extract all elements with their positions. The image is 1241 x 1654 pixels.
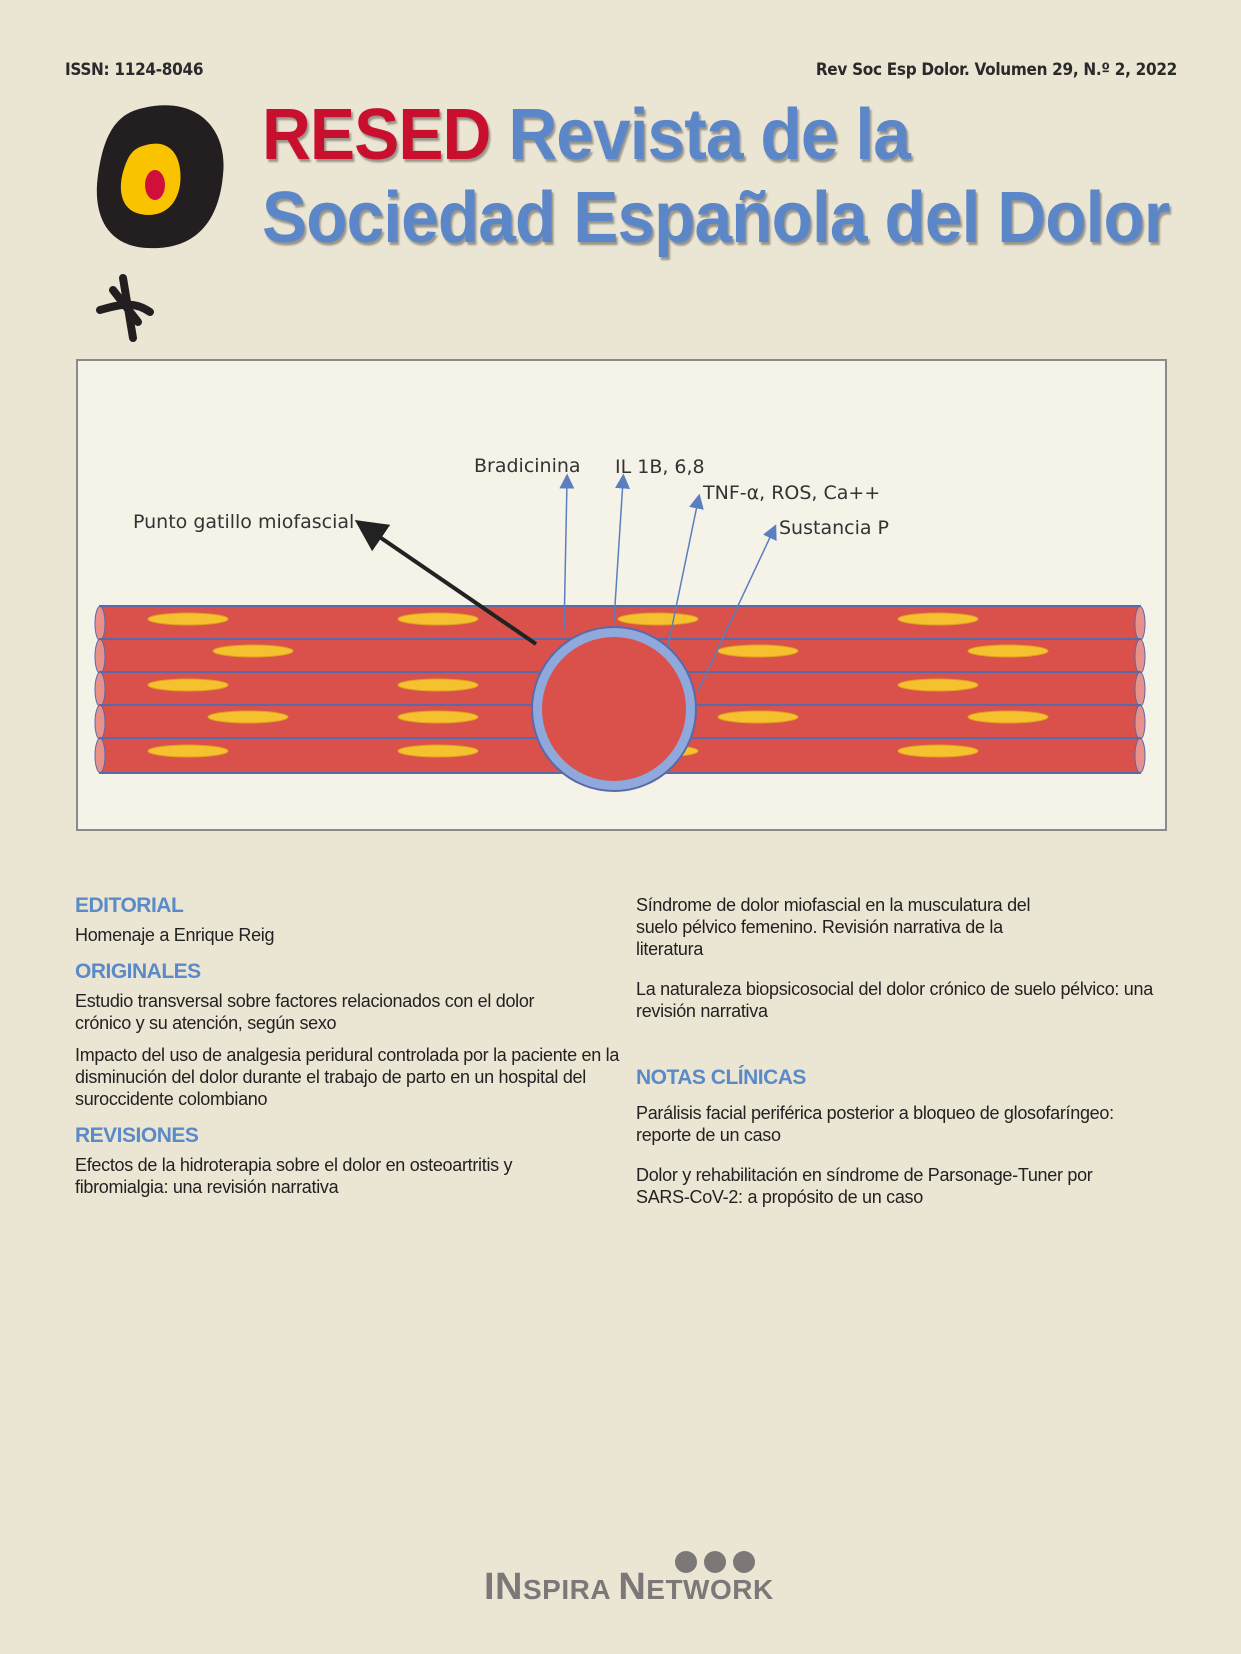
nucleus [147,612,229,626]
label-sustancia: Sustancia P [779,517,890,539]
nucleus [397,678,479,692]
nucleus [212,644,294,658]
journal-title-line1: RESED Revista de la [262,95,911,175]
fiber-end [1134,639,1146,674]
fiber-end [94,705,106,740]
nucleus [897,678,979,692]
journal-title-line2: Sociedad Española del Dolor [262,178,1170,258]
publisher-logo: INSPIRA NETWORK [484,1566,774,1608]
nucleus [207,710,289,724]
fiber-end [1134,738,1146,773]
article[interactable]: Estudio transversal sobre factores relac… [75,991,535,1033]
nucleus [147,744,229,758]
society-logo [96,105,224,342]
muscle-fiber-illustration [94,473,1146,792]
fiber-end [1134,606,1146,641]
article[interactable]: La naturaleza biopsicosocial del dolor c… [636,979,1153,1021]
fiber-end [94,639,106,674]
nucleus [967,710,1049,724]
article[interactable]: Parálisis facial periférica posterior a … [636,1103,1114,1145]
arrow-il [613,473,631,622]
article[interactable]: Homenaje a Enrique Reig [75,925,275,945]
publisher-dot [733,1551,755,1573]
arrow-tnf [667,493,704,647]
arrow-bradicinina [559,473,575,632]
contents-right: Síndrome de dolor miofascial en la muscu… [636,894,1176,1208]
fiber-end [94,672,106,707]
contents-left: EDITORIAL Homenaje a Enrique Reig ORIGIN… [75,894,619,1198]
nucleus [397,744,479,758]
label-il: IL 1B, 6,8 [615,456,705,478]
trigger-arrow [354,519,538,646]
nucleus [967,644,1049,658]
nucleus [897,612,979,626]
fiber-end [1134,672,1146,707]
nucleus [617,612,699,626]
section-originales: ORIGINALES [75,960,201,983]
cover-figure: Punto gatillo miofascial Bradicinina IL … [76,359,1167,831]
citation: Rev Soc Esp Dolor. Volumen 29, N.º 2, 20… [815,60,1177,80]
nucleus [397,612,479,626]
label-trigger-point: Punto gatillo miofascial [133,511,355,533]
nucleus [397,710,479,724]
fiber-end [94,738,106,773]
publisher-dot [704,1551,726,1573]
article[interactable]: Efectos de la hidroterapia sobre el dolo… [75,1155,513,1197]
fiber-end [1134,705,1146,740]
section-revisiones: REVISIONES [75,1124,199,1147]
label-bradicinina: Bradicinina [474,455,581,477]
nucleus [717,644,799,658]
arrow-sustancia [697,524,777,692]
issn: ISSN: 1124-8046 [65,60,204,80]
publisher-dot [675,1551,697,1573]
section-notas-clinicas: NOTAS CLÍNICAS [636,1066,806,1089]
nucleus [717,710,799,724]
trigger-point [542,637,686,781]
label-tnf: TNF-α, ROS, Ca++ [703,482,881,504]
nucleus [897,744,979,758]
article[interactable]: Dolor y rehabilitación en síndrome de Pa… [636,1165,1093,1207]
article[interactable]: Impacto del uso de analgesia peridural c… [75,1045,620,1109]
fiber-end [94,606,106,641]
section-editorial: EDITORIAL [75,894,184,917]
article[interactable]: Síndrome de dolor miofascial en la muscu… [636,895,1031,959]
nucleus [147,678,229,692]
